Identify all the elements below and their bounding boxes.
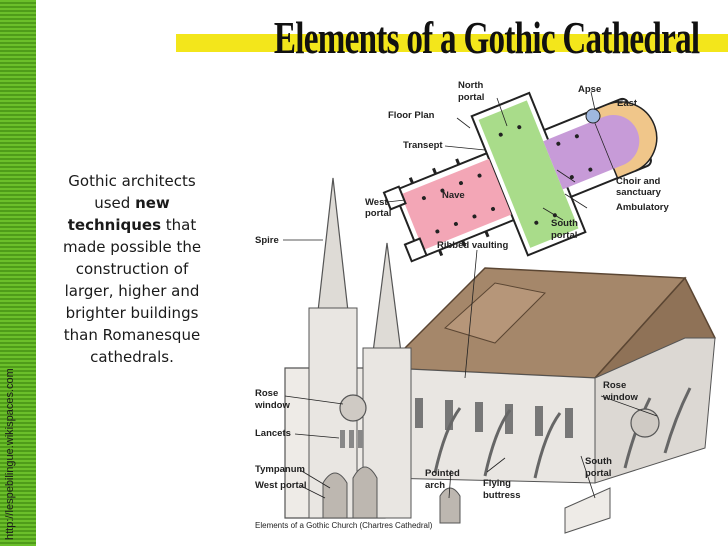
body-text: Gothic architects used new techniques th…: [52, 170, 212, 368]
label-rose-window-right-2: window: [602, 392, 638, 403]
floor-plan: [382, 91, 658, 263]
label-ambulatory: Ambulatory: [616, 202, 670, 213]
label-west-portal-top-2: portal: [365, 208, 391, 219]
label-west-portal-bottom: West portal: [255, 480, 307, 491]
label-rose-window-left-1: Rose: [255, 388, 278, 399]
label-choir-2: sanctuary: [616, 187, 662, 198]
label-south-portal-top-2: portal: [551, 230, 577, 241]
cathedral-illustration: [284, 177, 716, 534]
label-nave: Nave: [442, 190, 465, 201]
label-lancets: Lancets: [255, 428, 291, 439]
body-text-bold: new techniques: [67, 194, 170, 234]
label-apse: Apse: [578, 84, 601, 95]
label-spire: Spire: [255, 235, 279, 246]
label-pointed-arch-2: arch: [425, 480, 445, 491]
label-south-portal-bottom-2: portal: [585, 468, 611, 479]
label-south-portal-top-1: South: [551, 218, 578, 229]
label-north-portal-1: North: [458, 80, 484, 91]
label-rose-window-right-1: Rose: [603, 380, 626, 391]
diagram-labels: North portal Apse East Floor Plan Transe…: [254, 80, 670, 530]
label-tympanum: Tympanum: [255, 464, 305, 475]
label-south-portal-bottom-1: South: [585, 456, 612, 467]
label-rose-window-left-2: window: [254, 400, 290, 411]
rose-window-south: [630, 408, 660, 438]
left-decorative-bar: [0, 0, 36, 546]
transept-area: [478, 100, 579, 248]
source-url: http://lespebilingue.wikispaces.com: [4, 368, 16, 540]
label-ribbed-vaulting: Ribbed vaulting: [437, 240, 508, 251]
label-floor-plan: Floor Plan: [388, 110, 435, 121]
label-choir-1: Choir and: [616, 176, 661, 187]
label-west-portal-top-1: West: [365, 197, 388, 208]
label-pointed-arch-1: Pointed: [425, 468, 460, 479]
cathedral-diagram: North portal Apse East Floor Plan Transe…: [254, 80, 716, 534]
title-highlight-band: [176, 34, 728, 52]
label-north-portal-2: portal: [458, 92, 484, 103]
rose-window-west: [339, 394, 367, 422]
label-transept: Transept: [403, 140, 443, 151]
body-text-part2: that made possible the construction of l…: [62, 216, 202, 366]
page-title: Elements of a Gothic Cathedral: [273, 12, 700, 63]
label-flying-buttress-1: Flying: [483, 478, 511, 489]
diagram-caption: Elements of a Gothic Church (Chartres Ca…: [255, 521, 433, 530]
label-east: East: [617, 98, 638, 109]
leader-lines: [283, 91, 658, 499]
label-flying-buttress-2: buttress: [483, 490, 520, 501]
body-text-part1: Gothic architects used: [68, 172, 196, 212]
nave-area: [400, 158, 512, 251]
